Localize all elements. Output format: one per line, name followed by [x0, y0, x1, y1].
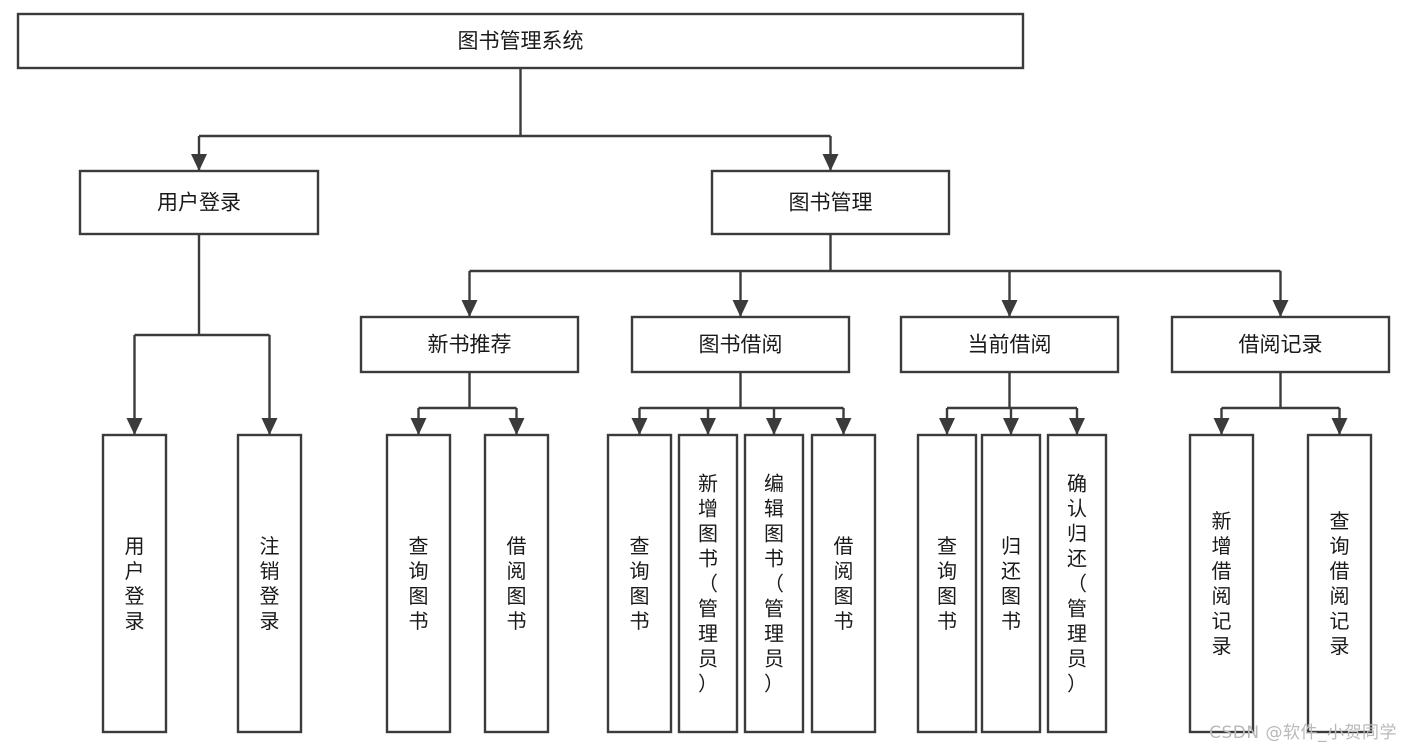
- arrow-head-icon: [261, 418, 278, 435]
- node-leaf-borrow-book-1[interactable]: 借阅图书: [483, 433, 550, 734]
- node-label-borrow-record: 借阅记录: [1239, 333, 1323, 357]
- node-leaf-user-login[interactable]: 用户登录: [101, 433, 168, 734]
- connectors-layer: [126, 68, 1348, 435]
- node-leaf-logout[interactable]: 注销登录: [236, 433, 303, 734]
- node-box-leaf-query-book-2: [606, 433, 673, 734]
- node-label-book-borrow: 图书借阅: [699, 333, 783, 357]
- node-label-leaf-return-book: 归还图书: [1001, 534, 1021, 633]
- node-box-leaf-edit-book: [743, 433, 805, 734]
- node-leaf-return-book[interactable]: 归还图书: [980, 433, 1042, 734]
- arrow-head-icon: [1272, 300, 1289, 317]
- node-box-leaf-query-record: [1306, 433, 1373, 734]
- node-box-leaf-return-book: [980, 433, 1042, 734]
- node-label-new-book-rec: 新书推荐: [428, 333, 512, 357]
- arrow-head-icon: [631, 418, 648, 435]
- arrow-head-icon: [1069, 418, 1085, 435]
- node-box-borrow-record: [1170, 315, 1391, 374]
- node-box-book-manage: [710, 169, 951, 236]
- node-label-leaf-user-login: 用户登录: [125, 534, 145, 633]
- arrow-head-icon: [508, 418, 525, 435]
- arrow-head-icon: [410, 418, 427, 435]
- node-user-login[interactable]: 用户登录: [78, 169, 320, 236]
- node-label-leaf-query-book-2: 查询图书: [630, 534, 650, 633]
- arrow-head-icon: [1003, 418, 1019, 435]
- node-book-borrow[interactable]: 图书借阅: [630, 315, 851, 374]
- node-leaf-add-record[interactable]: 新增借阅记录: [1188, 433, 1255, 734]
- node-label-leaf-confirm-return: 确认归还（管理员）: [1067, 472, 1087, 696]
- node-box-leaf-borrow-book-2: [810, 433, 877, 734]
- node-box-root: [16, 12, 1025, 70]
- nodes-layer: 图书管理系统用户登录图书管理新书推荐图书借阅当前借阅借阅记录用户登录注销登录查询…: [16, 12, 1391, 734]
- node-label-leaf-query-book-3: 查询图书: [937, 534, 957, 633]
- node-label-leaf-logout: 注销登录: [260, 534, 280, 633]
- node-box-leaf-add-book: [677, 433, 739, 734]
- node-label-root: 图书管理系统: [458, 29, 584, 53]
- node-leaf-query-book-2[interactable]: 查询图书: [606, 433, 673, 734]
- node-leaf-query-record[interactable]: 查询借阅记录: [1306, 433, 1373, 734]
- node-box-leaf-user-login: [101, 433, 168, 734]
- node-label-leaf-add-book: 新增图书（管理员）: [698, 472, 718, 696]
- arrow-head-icon: [191, 154, 207, 171]
- node-label-current-borrow: 当前借阅: [968, 333, 1052, 357]
- node-root[interactable]: 图书管理系统: [16, 12, 1025, 70]
- arrow-head-icon: [766, 418, 782, 435]
- arrow-head-icon: [822, 154, 839, 171]
- node-box-leaf-confirm-return: [1046, 433, 1108, 734]
- node-label-leaf-query-book-1: 查询图书: [409, 534, 429, 633]
- arrow-head-icon: [1331, 418, 1348, 435]
- arrow-head-icon: [126, 418, 143, 435]
- node-label-leaf-edit-book: 编辑图书（管理员）: [764, 472, 784, 696]
- node-book-manage[interactable]: 图书管理: [710, 169, 951, 236]
- arrow-head-icon: [939, 418, 955, 435]
- node-leaf-add-book[interactable]: 新增图书（管理员）: [677, 433, 739, 734]
- node-box-new-book-rec: [359, 315, 580, 374]
- csdn-watermark: CSDN @软件_小贺同学: [1209, 723, 1397, 743]
- node-label-user-login: 用户登录: [157, 191, 241, 215]
- node-box-leaf-query-book-1: [385, 433, 452, 734]
- node-box-leaf-logout: [236, 433, 303, 734]
- node-label-leaf-add-record: 新增借阅记录: [1212, 509, 1232, 658]
- node-leaf-edit-book[interactable]: 编辑图书（管理员）: [743, 433, 805, 734]
- node-label-leaf-query-record: 查询借阅记录: [1330, 509, 1350, 658]
- node-leaf-confirm-return[interactable]: 确认归还（管理员）: [1046, 433, 1108, 734]
- node-leaf-query-book-1[interactable]: 查询图书: [385, 433, 452, 734]
- arrow-head-icon: [461, 300, 478, 317]
- node-box-leaf-borrow-book-1: [483, 433, 550, 734]
- arrow-head-icon: [700, 418, 716, 435]
- arrow-head-icon: [1213, 418, 1230, 435]
- node-borrow-record[interactable]: 借阅记录: [1170, 315, 1391, 374]
- arrow-head-icon: [835, 418, 852, 435]
- node-label-book-manage: 图书管理: [789, 191, 873, 215]
- node-label-leaf-borrow-book-2: 借阅图书: [834, 534, 854, 633]
- arrow-head-icon: [732, 300, 749, 317]
- arrow-head-icon: [1001, 300, 1018, 317]
- node-current-borrow[interactable]: 当前借阅: [899, 315, 1120, 374]
- node-leaf-query-book-3[interactable]: 查询图书: [916, 433, 978, 734]
- node-box-current-borrow: [899, 315, 1120, 374]
- node-label-leaf-borrow-book-1: 借阅图书: [507, 534, 527, 633]
- node-new-book-rec[interactable]: 新书推荐: [359, 315, 580, 374]
- node-box-book-borrow: [630, 315, 851, 374]
- node-leaf-borrow-book-2[interactable]: 借阅图书: [810, 433, 877, 734]
- node-box-leaf-add-record: [1188, 433, 1255, 734]
- node-box-user-login: [78, 169, 320, 236]
- node-box-leaf-query-book-3: [916, 433, 978, 734]
